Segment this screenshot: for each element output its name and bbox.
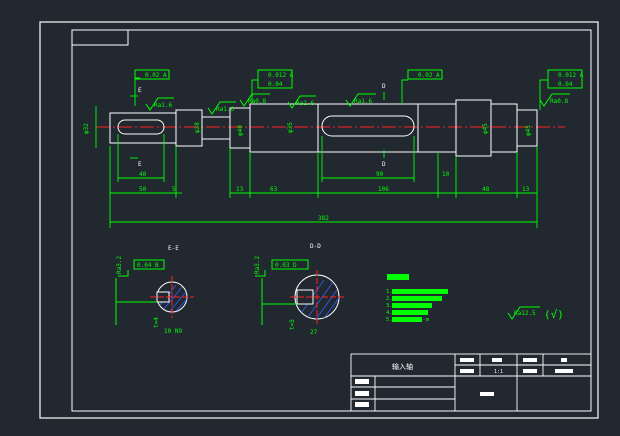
dia-label-4: φ45: [482, 123, 489, 134]
note-3: 3. C3: [386, 303, 403, 309]
dim-top-2: 90: [376, 171, 384, 178]
tol-frame-ee[interactable]: [133, 259, 165, 270]
tol-frame-dd-text: 0.03 D: [275, 262, 297, 269]
roughness-e: Ra1.6: [354, 98, 372, 105]
dia-label-1: φ28: [194, 122, 201, 133]
dimension-lines: [95, 77, 548, 228]
reverse-code-box: [71, 29, 129, 46]
section-ee-dim: 10 N9: [164, 328, 182, 335]
dim-mid-1: 50: [139, 186, 147, 193]
geometric-tolerance-frames[interactable]: [134, 69, 583, 89]
notes-heading-block: [387, 274, 409, 280]
tol-frame-b2: 0.04: [268, 81, 283, 88]
roughness-default: Ra12.5: [514, 310, 536, 317]
title-block-fields: [355, 358, 573, 407]
note-5: 5. GB/T1804-m: [386, 317, 430, 323]
tol-frame-ee-text: 0.04 B: [137, 262, 159, 269]
section-dd-dim: 27: [310, 329, 318, 336]
dim-top-1: 40: [139, 171, 147, 178]
technical-notes: [392, 289, 448, 322]
section-dd-hatch: [301, 279, 340, 320]
dia-label-6: φ32: [83, 123, 90, 134]
roughness-f: Ra0.8: [550, 98, 568, 105]
section-dd-depth: t=5: [289, 319, 296, 330]
check-mark: (√): [544, 308, 564, 321]
callout-e-bottom: E: [138, 161, 142, 168]
callout-d-top: D: [382, 83, 386, 90]
dim-mid-2: 5: [172, 186, 176, 193]
sheet-label: 1: [563, 358, 566, 364]
callout-d-bottom: D: [382, 161, 386, 168]
dia-label-5: φ45: [525, 125, 532, 136]
scale-label: 1:1: [494, 369, 503, 375]
roughness-symbols: [145, 93, 570, 115]
keyway-left[interactable]: [117, 119, 165, 135]
roughness-d: Ra1.6: [296, 100, 314, 107]
dia-label-3: φ35: [287, 122, 294, 133]
inner-border: [71, 29, 592, 412]
roughness-b: Ra1.6: [216, 106, 234, 113]
tol-frame-c: 0.02 A: [418, 72, 440, 79]
tol-frame-dd[interactable]: [271, 259, 309, 270]
dia-label-2: φ40: [237, 125, 244, 136]
note-1: 1.: [386, 289, 393, 295]
section-dd-keyway: [296, 289, 314, 305]
dim-mid-5: 106: [378, 186, 389, 193]
dim-mid-8: 13: [522, 186, 530, 193]
section-ee-depth: t=4: [153, 317, 160, 328]
roughness-g: Ra3.2: [116, 256, 123, 274]
tol-frame-b1: 0.012 A: [268, 72, 294, 79]
section-dd-label: D-D: [310, 243, 321, 250]
tol-frame-a: 0.02 A: [145, 72, 167, 79]
note-2: 2. 241~286HBW: [386, 296, 430, 302]
roughness-c: Ra0.8: [248, 98, 266, 105]
keyway-right[interactable]: [321, 115, 415, 137]
roughness-h: Ra3.2: [254, 256, 261, 274]
part-name: 输入轴: [392, 362, 413, 371]
tol-frame-d2: 0.04: [558, 81, 573, 88]
dim-mid-7: 48: [482, 186, 490, 193]
tol-frame-d1: 0.012 A: [558, 72, 584, 79]
dim-mid-3: 13: [236, 186, 244, 193]
outer-border: [39, 21, 599, 419]
title-block[interactable]: [350, 353, 592, 412]
note-4: 4. R1.5: [386, 310, 409, 316]
default-roughness-icon: [507, 306, 540, 320]
section-ee-label: E-E: [168, 245, 179, 252]
shaft-profile[interactable]: [109, 99, 538, 157]
callout-e-top: E: [138, 87, 142, 94]
roughness-a: Ra1.6: [154, 102, 172, 109]
dim-total: 382: [318, 215, 329, 222]
dim-mid-6: 10: [442, 171, 450, 178]
dim-mid-4: 63: [270, 186, 278, 193]
